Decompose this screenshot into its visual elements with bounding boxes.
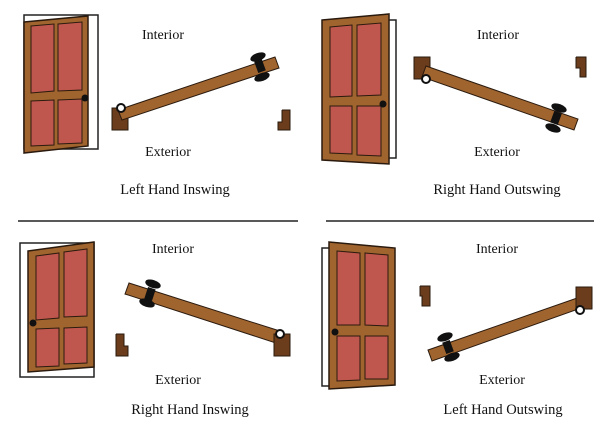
panel4-caption: Left Hand Outswing: [443, 402, 563, 418]
door-plan-view: [419, 285, 593, 362]
door-elevation: [321, 13, 390, 165]
door-knob: [81, 94, 89, 102]
door-knob: [331, 328, 339, 336]
door-elevation: [328, 241, 396, 390]
hinge-pin: [116, 103, 126, 113]
panel-left-hand-inswing: [23, 14, 291, 154]
lever-handle: [437, 332, 460, 362]
panel-right-hand-outswing: [321, 13, 587, 165]
jamb-strike-side: [277, 109, 291, 131]
door-elevation: [27, 241, 95, 373]
panel1-caption: Left Hand Inswing: [120, 182, 230, 198]
panel2-interior-label: Interior: [477, 28, 519, 43]
door-plan-view: [413, 56, 587, 133]
panel1-interior-label: Interior: [142, 28, 184, 43]
door-knob: [29, 319, 37, 327]
panel1-exterior-label: Exterior: [145, 145, 191, 160]
panel2-exterior-label: Exterior: [474, 145, 520, 160]
panel2-caption: Right Hand Outswing: [433, 182, 561, 198]
door-leaf: [421, 65, 579, 131]
panel4-exterior-label: Exterior: [479, 373, 525, 388]
panel-left-hand-outswing: [321, 241, 593, 390]
panel-right-hand-inswing: [19, 241, 291, 378]
door-plan-view: [115, 279, 291, 357]
panel3-interior-label: Interior: [152, 242, 194, 257]
door-leaf: [117, 56, 280, 121]
lever-handle: [250, 52, 270, 82]
hinge-pin: [275, 329, 285, 339]
jamb-strike-side: [575, 56, 587, 78]
hinge-pin: [575, 305, 585, 315]
panel3-caption: Right Hand Inswing: [131, 402, 249, 418]
lever-handle: [545, 103, 567, 133]
panel3-exterior-label: Exterior: [155, 373, 201, 388]
lever-handle: [139, 279, 161, 308]
door-plan-view: [111, 52, 291, 131]
door-elevation: [23, 15, 89, 154]
door-knob: [379, 100, 387, 108]
jamb-strike-side: [115, 333, 129, 357]
hinge-pin: [421, 74, 431, 84]
panel4-interior-label: Interior: [476, 242, 518, 257]
jamb-strike-side: [419, 285, 431, 307]
